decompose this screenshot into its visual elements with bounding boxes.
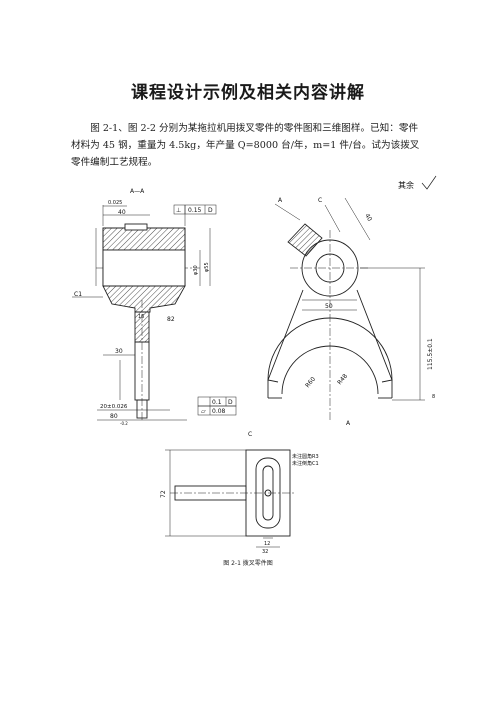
tol-symbol-perp: ⊥: [176, 207, 181, 214]
view-c: [170, 449, 295, 537]
note-fillet: 未注圆角R3: [292, 453, 319, 460]
tol-value-3: 0.08: [212, 408, 226, 415]
dim-30: 30: [115, 348, 123, 355]
section-label: A—A: [130, 188, 145, 195]
dim-12: 12: [264, 541, 270, 547]
label-a-bottom: A: [346, 420, 351, 427]
tol-ref-2: D: [228, 399, 233, 406]
left-dimensions: [72, 204, 237, 421]
label-a-top: A: [278, 197, 283, 204]
dim-80-tol: -0.2: [120, 421, 128, 426]
surface-finish-icon: [421, 175, 437, 190]
dim-80: 80: [110, 413, 118, 420]
dim-16: 16: [138, 314, 144, 320]
section-view-a-a: [96, 223, 200, 420]
intro-paragraph: 图 2-1、图 2-2 分别为某拖拉机用拨叉零件的零件图和三维图样。已知：零件材…: [71, 123, 420, 168]
view-c-label: C: [248, 431, 252, 438]
chamfer-c1: C1: [74, 291, 82, 298]
dim-r48: R48: [336, 373, 349, 387]
dim-20-tol: 20±0.026: [100, 404, 128, 410]
dim-40-right: 40: [363, 213, 373, 223]
dim-small: 8: [432, 394, 435, 400]
dim-r60: R60: [304, 376, 317, 390]
right-dimensions: [274, 197, 425, 401]
dim-82: 82: [167, 316, 175, 323]
dim-top-tol: 0.025: [108, 200, 122, 206]
tol-ref-1: D: [208, 207, 213, 214]
dim-72: 72: [160, 490, 167, 498]
dim-height: 115.5±0.1: [427, 338, 434, 370]
dim-50: 50: [325, 303, 333, 310]
flatness-icon: ▱: [201, 408, 206, 415]
label-c: C: [318, 197, 322, 204]
surface-finish-note: 其余: [398, 180, 414, 190]
note-chamfer: 未注倒角C1: [292, 460, 319, 467]
tol-value-2: 0.1: [212, 399, 222, 406]
tol-value-1: 0.15: [188, 207, 202, 214]
front-view: [267, 223, 393, 420]
page-title: 课程设计示例及相关内容讲解: [131, 83, 365, 103]
dim-dia-55: φ55: [204, 262, 210, 272]
dim-dia-30: φ30: [193, 265, 199, 275]
dim-32: 32: [262, 549, 268, 555]
figure-caption: 图 2-1 拨叉零件图: [223, 560, 273, 567]
dim-40-left: 40: [118, 209, 126, 216]
view-c-dimensions: [165, 449, 280, 548]
